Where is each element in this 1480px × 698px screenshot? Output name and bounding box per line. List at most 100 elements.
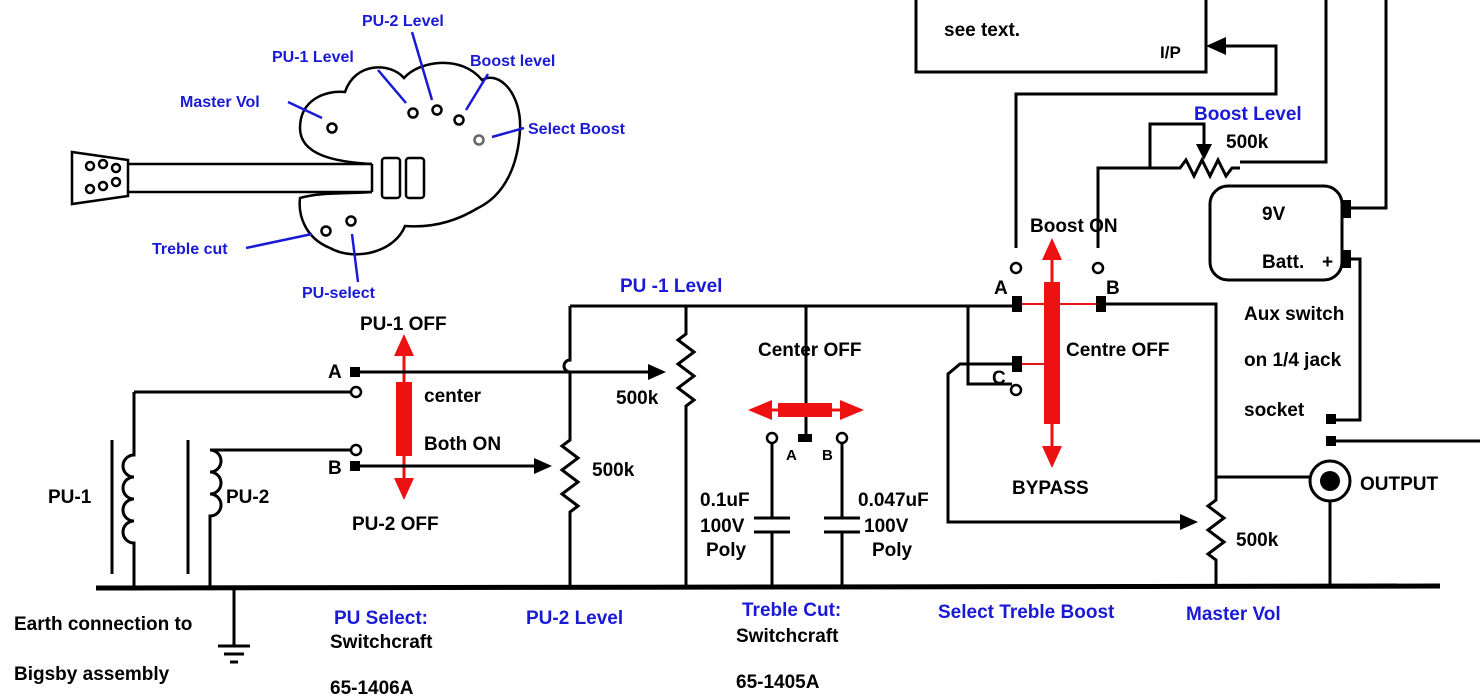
volume-pots: PU -1 Level 500k 500k [559,276,1014,588]
boost-on-label: Boost ON [1030,216,1118,237]
c1-volt: 100V [700,516,745,537]
wire-booster-output [1240,0,1328,164]
center-off-label: Center OFF [758,340,861,361]
capacitor-1 [754,443,790,588]
wire-c-to-master-wiper [946,362,1180,524]
wire-pu2-pot-top [562,306,572,420]
input-arrow [1206,37,1226,55]
wire-b-to-master [1106,302,1218,490]
pu1-pot-value: 500k [616,388,659,409]
pu2-pot-value: 500k [592,460,635,481]
jack-tip [1320,471,1340,491]
battery-label: Batt. [1262,252,1304,273]
c2-volt: 100V [864,516,909,537]
contact-c2 [349,443,363,457]
boost-a-label: A [994,278,1008,299]
pointer-line [410,31,434,101]
battery-plus: + [1322,252,1333,273]
boost-level-value: 500k [1226,132,1269,153]
boost-contact-c [1012,356,1022,372]
pointer-line [464,73,490,111]
treble-cut-brand: Switchcraft [736,626,839,647]
tuner-peg [84,183,96,195]
booster-input-label: I/P [1160,43,1181,62]
battery: 9V Batt. + [1208,184,1362,422]
wire-switch-a-to-input [1014,44,1278,248]
switch-lever [396,382,412,456]
wiper-pu2 [534,458,552,474]
boost-arrow-down [1042,446,1062,468]
pu-select-title: PU Select: [334,608,428,629]
c2-value: 0.047uF [858,490,929,511]
label-boost-level: Boost level [470,53,555,70]
master-vol-bottom: Master Vol [1186,604,1281,625]
output-jack: OUTPUT [1216,459,1439,588]
treble-cut-title: Treble Cut: [742,600,841,621]
boost-contact-a [1012,296,1022,312]
knob-pu2-level [431,104,443,116]
pointer-line [245,232,313,250]
contact-b [350,461,360,471]
contact-a-label: A [328,362,342,383]
pickup-bridge [404,156,426,200]
pu-select-part: 65-1406A [330,678,414,698]
tuner-peg [110,162,122,174]
pickup-neck [380,156,402,200]
pu1-coil [121,392,136,588]
guitar-neck [128,162,374,194]
knob-treble-cut [320,225,332,237]
treble-common-contact [798,434,812,442]
aux-line-2: on 1/4 jack [1244,350,1342,371]
booster-note: see text. [944,20,1020,41]
output-label: OUTPUT [1360,474,1439,495]
boost-select-switch: Boost ON BYPASS Centre OFF A B C 500k [946,216,1279,588]
bottom-labels: Earth connection to Bigsby assembly PU S… [14,600,1281,698]
treble-lever [778,403,832,417]
bypass-label: BYPASS [1012,478,1089,499]
knob-boost-level [453,114,465,126]
contact-c1 [349,385,363,399]
resistor-boost-level [1150,156,1240,180]
treble-arrow-left [748,400,772,420]
label-pu-select: PU-select [302,285,376,302]
aux-contact [1326,414,1336,424]
master-pot-value: 500k [1236,530,1279,551]
guitar-headstock [70,150,130,206]
boost-contact-c-bottom [1009,383,1023,397]
pu-select-brand: Switchcraft [330,632,433,653]
treble-cut-switch: Center OFF A B 0.1uF 100V Poly 0.047uF 1… [700,306,929,588]
ground [95,583,1441,664]
resistor-pu1 [675,306,697,588]
earth-symbol [218,588,250,664]
label-treble-cut: Treble cut [152,241,228,258]
wiper-pu1 [648,364,666,380]
aux-contact [1326,436,1336,446]
knob-pu1-level [407,107,419,119]
pu2-label: PU-2 [226,487,269,508]
pu1-off-label: PU-1 OFF [360,314,447,335]
boost-contact-b-top [1091,261,1105,275]
tuner-peg [97,158,109,170]
label-pu2-level: PU-2 Level [362,13,444,30]
c1-type: Poly [706,540,747,561]
pointer-line [491,126,525,139]
pu2-level-bottom: PU-2 Level [526,608,623,629]
treble-contact-b [835,431,849,445]
capacitor-2 [824,443,860,588]
tuner-peg [84,160,96,172]
wiper-arrow [1196,144,1212,160]
boost-contact-a-top [1009,261,1023,275]
pickups: PU-1 PU-2 [48,390,356,588]
boost-lever [1044,282,1060,424]
knob-master-vol [326,122,338,134]
wire-battery-minus [1350,0,1388,210]
centre-off-label: Centre OFF [1066,340,1169,361]
label-select-boost: Select Boost [528,121,626,138]
pointer-line [377,69,407,104]
resistor-pu2 [559,420,581,588]
tuner-peg [110,176,122,188]
lever-arrow-down [394,478,414,500]
wire-boost-pot [1096,122,1206,248]
earth-line-1: Earth connection to [14,614,192,635]
resistor-master [1205,490,1227,588]
